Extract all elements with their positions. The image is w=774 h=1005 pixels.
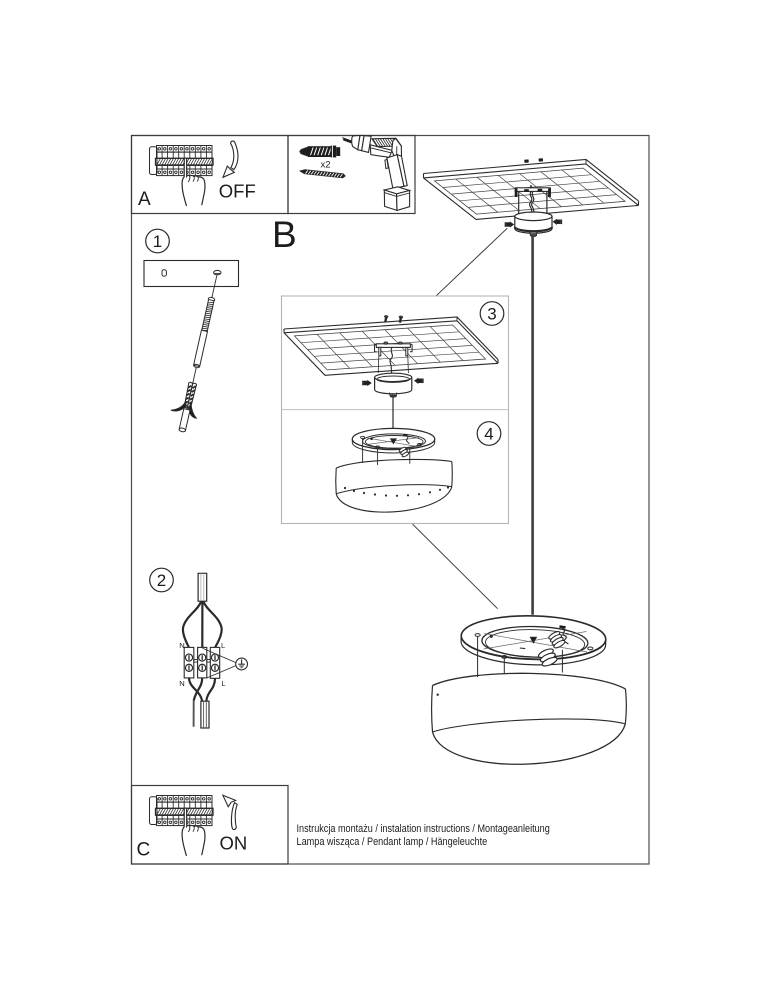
svg-text:OFF: OFF xyxy=(219,181,256,202)
svg-text:L: L xyxy=(221,641,225,650)
svg-text:Instrukcja montażu / instalati: Instrukcja montażu / instalation instruc… xyxy=(297,823,550,835)
svg-text:B: B xyxy=(272,214,297,255)
svg-text:A: A xyxy=(138,189,151,210)
svg-text:x2: x2 xyxy=(321,159,331,170)
svg-text:4: 4 xyxy=(484,425,493,444)
svg-text:L: L xyxy=(221,679,225,688)
svg-text:Lampa wisząca / Pendant lamp /: Lampa wisząca / Pendant lamp / Hängeleuc… xyxy=(297,836,488,848)
svg-text:2: 2 xyxy=(157,571,166,590)
svg-text:3: 3 xyxy=(487,305,496,324)
svg-text:N: N xyxy=(179,641,184,650)
svg-text:ON: ON xyxy=(220,833,248,854)
svg-text:N: N xyxy=(179,679,184,688)
svg-text:C: C xyxy=(137,840,151,861)
svg-text:1: 1 xyxy=(153,232,162,251)
